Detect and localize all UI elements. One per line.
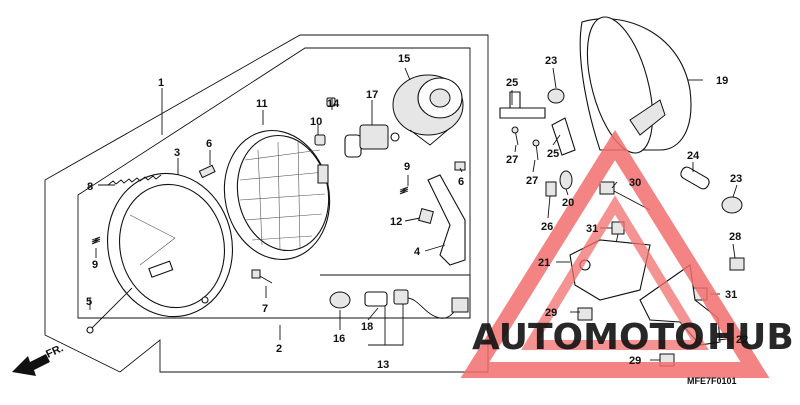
callout-6-left: 6 bbox=[206, 138, 212, 150]
watermark-triangle-inner bbox=[521, 195, 709, 350]
callout-22: 22 bbox=[736, 334, 748, 346]
watermark: AUTOMOTO HUB bbox=[460, 129, 794, 378]
headlight-rim bbox=[106, 172, 234, 318]
callout-10: 10 bbox=[310, 116, 322, 128]
callout-28: 28 bbox=[729, 231, 741, 243]
callout-21: 21 bbox=[538, 257, 550, 269]
rim-screw-top bbox=[198, 164, 216, 179]
callout-13: 13 bbox=[377, 359, 389, 371]
callout-16: 16 bbox=[333, 333, 345, 345]
callout-14: 14 bbox=[327, 98, 340, 110]
bracket-screw bbox=[454, 161, 466, 171]
callout-18: 18 bbox=[361, 321, 373, 333]
callout-8: 8 bbox=[87, 181, 93, 193]
callout-23-top: 23 bbox=[545, 55, 557, 67]
callout-24: 24 bbox=[687, 150, 700, 162]
callout-6-right: 6 bbox=[458, 176, 464, 188]
headlight-case bbox=[579, 16, 692, 154]
position-light-socket bbox=[329, 289, 469, 319]
rim-screw-bottom bbox=[251, 269, 273, 284]
callout-26: 26 bbox=[541, 221, 553, 233]
callout-31-upper: 31 bbox=[586, 223, 598, 235]
front-label: FR. bbox=[44, 342, 65, 360]
callout-27-lower: 27 bbox=[526, 175, 538, 187]
wire-stay-lower bbox=[551, 117, 576, 156]
callout-27-top: 27 bbox=[506, 154, 518, 166]
callout-11: 11 bbox=[256, 98, 268, 110]
callout-25-top: 25 bbox=[506, 77, 518, 89]
callout-5: 5 bbox=[86, 296, 92, 308]
watermark-text-right: HUB bbox=[707, 317, 794, 358]
stay-screw-2 bbox=[532, 139, 540, 161]
callout-17: 17 bbox=[366, 89, 378, 101]
callout-23-right: 23 bbox=[730, 173, 742, 185]
callout-9-left: 9 bbox=[92, 259, 98, 271]
watermark-triangle-outer bbox=[460, 129, 770, 378]
adjust-spring bbox=[107, 174, 162, 186]
mount-bolt-long bbox=[599, 181, 651, 211]
watermark-text-left: AUTOMOTO bbox=[472, 317, 705, 358]
callout-2: 2 bbox=[276, 343, 282, 355]
wire-stay-top bbox=[499, 91, 546, 119]
case-bolt bbox=[545, 181, 557, 197]
headlight-mount-bracket bbox=[427, 174, 466, 266]
callout-25-lower: 25 bbox=[547, 148, 559, 160]
headlight-bulb bbox=[344, 124, 400, 158]
callout-7: 7 bbox=[262, 303, 268, 315]
headlight-lens-unit bbox=[223, 129, 331, 261]
callout-1: 1 bbox=[158, 77, 164, 89]
callout-31-lower: 31 bbox=[725, 289, 737, 301]
front-arrow-icon bbox=[12, 354, 50, 376]
case-grommet-top bbox=[547, 88, 565, 104]
adjust-screw bbox=[86, 287, 133, 334]
callout-30: 30 bbox=[629, 177, 641, 189]
flange-nut-right bbox=[729, 257, 745, 271]
case-collar bbox=[559, 170, 573, 190]
assembly-frame-outer bbox=[44, 34, 489, 373]
adjust-nut bbox=[418, 208, 434, 224]
callout-19: 19 bbox=[716, 75, 728, 87]
collar-tube bbox=[680, 166, 710, 190]
callout-3: 3 bbox=[174, 147, 180, 159]
sub-assembly-frame bbox=[320, 274, 471, 318]
callout-29-left: 29 bbox=[545, 307, 557, 319]
callout-29-bottom: 29 bbox=[629, 355, 641, 367]
front-direction-indicator: FR. bbox=[12, 342, 65, 376]
callout-15: 15 bbox=[398, 53, 410, 65]
diagram-code: MFE7F0101 bbox=[687, 376, 737, 386]
case-grommet-right bbox=[721, 196, 743, 214]
callout-12: 12 bbox=[390, 216, 402, 228]
stay-screw-1 bbox=[511, 126, 519, 146]
spring-small-right bbox=[399, 186, 409, 195]
leader-lines bbox=[89, 67, 738, 361]
callout-9-right: 9 bbox=[404, 161, 410, 173]
callout-4: 4 bbox=[414, 246, 421, 258]
flange-nut-left bbox=[577, 307, 593, 321]
spring-small-left bbox=[91, 236, 101, 245]
bulb-socket-cap bbox=[314, 97, 336, 146]
callout-labels: 1 2 3 4 5 6 6 7 8 9 9 10 11 12 13 14 15 … bbox=[86, 53, 748, 371]
dust-cover bbox=[392, 74, 464, 146]
callout-20: 20 bbox=[562, 197, 574, 209]
